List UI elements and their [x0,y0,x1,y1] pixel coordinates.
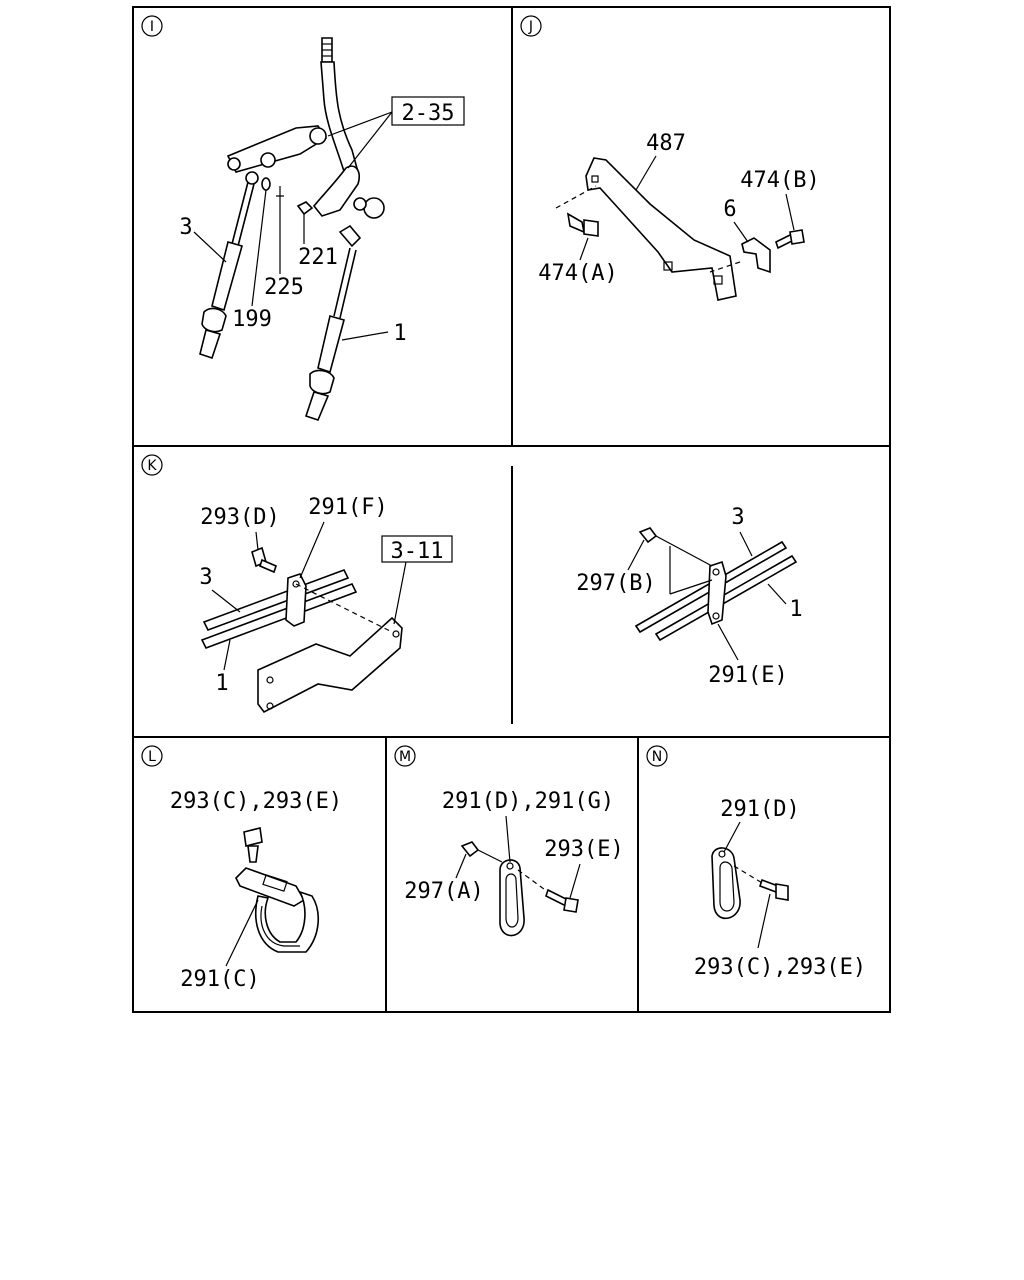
label-487: 487 [646,131,686,156]
label-291d-n: 291(D) [720,797,799,822]
label-293c-e-l: 293(C),293(E) [170,789,342,814]
label-225: 225 [264,275,304,300]
label-293c-e-n: 293(C),293(E) [694,955,866,980]
panel-j-marker: J [520,15,542,37]
nut-297a [460,841,480,858]
panel-i: I 2-35 [141,15,465,421]
panel-j-id: J [528,19,533,35]
cable-3 [199,181,255,360]
clip-291e [707,560,727,626]
panel-i-id: I [150,19,154,35]
panel-j: J 487 474(B) 6 474(A) [520,15,820,301]
label-474b: 474(B) [740,168,819,193]
diagram-frame [132,6,891,1013]
label-291f: 291(F) [308,495,387,520]
panel-k: K 3-11 293(D) 291(F) 3 [141,454,453,714]
label-474a: 474(A) [538,261,617,286]
washer-199 [261,177,271,191]
nut-221 [296,201,314,216]
clip-291f [285,573,307,627]
clip-291d-m [499,859,525,937]
panel-m: M 291(D),291(G) 293(E) 297(A) [394,745,624,937]
panel-m-marker: M [394,745,416,767]
bolt-293-n [758,878,789,901]
bracket-487 [585,157,737,301]
bolt-293d [251,546,277,574]
panel-l-marker: L [141,745,163,767]
label-221: 221 [298,245,338,270]
label-291c: 291(C) [180,967,259,992]
clevis-end [245,171,259,185]
clip-291c [235,867,320,953]
label-291e: 291(E) [708,663,787,688]
shift-lever [312,37,385,219]
label-1: 1 [393,321,406,346]
panel-k-marker: K [141,454,163,476]
label-293d: 293(D) [200,505,279,530]
label-3: 3 [179,215,192,240]
lever-arm [226,125,328,173]
label-297a: 297(A) [404,879,483,904]
label-293e-m: 293(E) [544,837,623,862]
clip-6 [709,237,771,274]
nut-297b [638,527,658,544]
bolt-293c [243,827,263,863]
pipes-k [200,569,358,650]
cable-1 [304,224,362,421]
panel-n-id: N [652,749,662,765]
ref-2-35: 2-35 [327,96,465,169]
panel-i-marker: I [141,15,163,37]
panel-l: L 293(C),293(E) 291(C) [141,745,342,992]
panel-l-id: L [148,749,156,765]
panel-k-right: 3 297(B) 1 291(E) [576,505,802,688]
panel-n-marker: N [646,745,668,767]
pin-225 [276,186,284,200]
ref-2-35-label: 2-35 [402,101,455,126]
ref-3-11: 3-11 [381,535,453,625]
label-6: 6 [723,197,736,222]
ref-3-11-label: 3-11 [391,539,444,564]
bolt-474b [775,229,805,250]
panel-m-id: M [399,749,411,765]
bolt-474a [555,185,599,237]
label-k-1: 1 [215,671,228,696]
bolt-293e-m [545,888,579,913]
label-199: 199 [232,307,272,332]
label-kr-1: 1 [789,597,802,622]
clip-291d-n [711,847,741,920]
bracket-3-11 [257,616,403,714]
label-291d-g: 291(D),291(G) [442,789,614,814]
panel-n: N 291(D) 293(C),293(E) [646,745,866,980]
label-297b: 297(B) [576,571,655,596]
panel-k-id: K [147,458,157,474]
label-k-3: 3 [199,565,212,590]
label-kr-3: 3 [731,505,744,530]
